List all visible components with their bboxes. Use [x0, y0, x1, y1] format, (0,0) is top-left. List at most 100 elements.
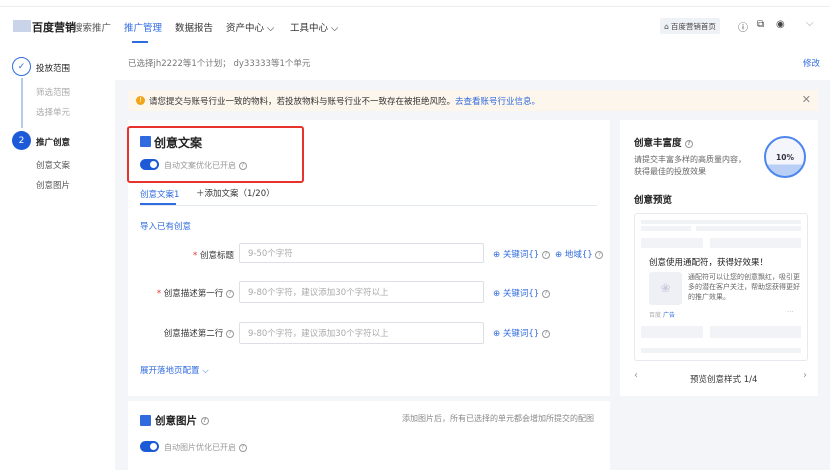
- industry-alert: ! 请您提交与账号行业一致的物料，若投放物料与账号行业不一致存在被拒绝风险。去查…: [128, 90, 818, 111]
- chevron-down-icon[interactable]: ⌵: [806, 18, 814, 29]
- required-mark: *: [193, 251, 200, 261]
- chevron-down-icon: ⌵: [267, 23, 275, 34]
- toggle-label: 自动图片优化已开启: [164, 443, 236, 452]
- action-label: 关键词{}: [502, 289, 540, 299]
- title-text: 创意丰富度: [634, 138, 682, 149]
- section-title: 创意文案: [154, 136, 203, 150]
- action-label: 地域{}: [564, 250, 593, 260]
- sidebar-item-creative-copy[interactable]: 创意文案: [36, 161, 71, 171]
- ad-preview: 创意使用通配符，获得好效果！ ❀ 通配符可以让您的创意飘红，吸引更多的潜在客户关…: [634, 213, 808, 361]
- tab-copy-1[interactable]: 创意文案1: [140, 190, 180, 200]
- insert-region-button[interactable]: ⊕ 地域{} ?: [555, 248, 604, 260]
- expand-label: 展开落地页配置: [140, 366, 200, 376]
- warning-icon: !: [136, 96, 145, 105]
- ad-title: 创意使用通配符，获得好效果！: [649, 258, 769, 268]
- step-connector: [21, 78, 23, 128]
- ad-source: 百度 广告: [649, 310, 675, 319]
- ad-tag: 广告: [662, 312, 675, 319]
- help-icon[interactable]: ?: [238, 161, 247, 170]
- source: 百度: [649, 312, 662, 319]
- label-text: 创意标题: [199, 251, 234, 261]
- creative-title-input[interactable]: 9-50个字符: [239, 243, 484, 263]
- creative-desc-line1-input[interactable]: 9-80个字符，建议添加30个字符以上: [239, 281, 484, 303]
- step-promotion-creative[interactable]: 推广创意: [36, 138, 71, 148]
- sidebar: [0, 44, 115, 470]
- richness-title: 创意丰富度 ?: [634, 135, 693, 149]
- nav-tool-center[interactable]: 工具中心 ⌵: [290, 20, 338, 34]
- help-icon[interactable]: ?: [226, 329, 234, 338]
- help-icon[interactable]: ?: [238, 443, 247, 452]
- creative-desc-line2-input[interactable]: 9-80个字符，建议添加30个字符以上: [239, 322, 484, 344]
- home-button-label: 百度营销首页: [670, 21, 716, 31]
- help-icon[interactable]: ?: [226, 289, 234, 298]
- more-icon: ···: [787, 308, 794, 316]
- nav-promotion-management[interactable]: 推广管理: [124, 23, 163, 34]
- richness-desc: 请提交丰富多样的高质量内容， 获得最佳的投放效果: [634, 154, 746, 178]
- nav-label: 资产中心: [226, 23, 265, 34]
- image-icon: [140, 415, 151, 426]
- home-button[interactable]: ⌂百度营销首页: [660, 18, 720, 34]
- tab-divider: [140, 205, 597, 206]
- tab-indicator: [140, 203, 176, 205]
- help-icon[interactable]: ?: [595, 250, 604, 259]
- plus-icon: ＋: [196, 189, 205, 199]
- sidebar-item-creative-image[interactable]: 创意图片: [36, 181, 71, 191]
- copy-icon[interactable]: ⧉: [757, 19, 765, 30]
- nav-asset-center[interactable]: 资产中心 ⌵: [226, 20, 274, 34]
- preview-pager-label: 预览创意样式 1/4: [690, 375, 758, 385]
- action-label: 关键词{}: [502, 250, 540, 260]
- user-icon[interactable]: ◉: [776, 19, 785, 30]
- desc-line: 请提交丰富多样的高质量内容，: [634, 155, 746, 164]
- nav-active-indicator: [132, 41, 148, 43]
- edit-link[interactable]: 修改: [803, 59, 821, 69]
- action-label: 关键词{}: [502, 329, 540, 339]
- auto-copy-toggle[interactable]: [140, 159, 159, 170]
- label-text: 创意描述第一行: [163, 289, 224, 299]
- close-icon[interactable]: ✕: [801, 93, 811, 106]
- home-icon: ⌂: [664, 21, 669, 31]
- help-icon[interactable]: ?: [200, 417, 209, 425]
- image-section-title: 创意图片 ?: [155, 413, 209, 428]
- copy-icon: [140, 136, 151, 147]
- tab-add-copy[interactable]: ＋添加文案（1/20）: [196, 187, 275, 199]
- auto-image-toggle[interactable]: [140, 441, 159, 452]
- auto-copy-label: 自动文案优化已开启 ?: [164, 160, 247, 171]
- ad-description: 通配符可以让您的创意飘红，吸引更多的潜在客户关注，帮助您获得更好的推广效果。: [688, 273, 800, 301]
- tab-label: 添加文案（1/20）: [204, 189, 275, 199]
- desc-line: 获得最佳的投放效果: [634, 167, 706, 176]
- step-number: 2: [12, 131, 31, 150]
- chevron-down-icon: ⌵: [202, 366, 209, 376]
- help-icon[interactable]: ?: [541, 329, 550, 338]
- logo-icon: [13, 20, 31, 32]
- help-icon[interactable]: ?: [541, 250, 550, 259]
- top-header: 百度营销 搜索推广 推广管理 数据报告 资产中心 ⌵ 工具中心 ⌵ ⌂百度营销首…: [0, 6, 830, 44]
- sidebar-item-filter-scope[interactable]: 筛选范围: [36, 88, 71, 98]
- check-icon: ✓: [12, 57, 31, 76]
- insert-keyword-button[interactable]: ⊕ 关键词{} ?: [493, 327, 550, 339]
- field-label-title: * 创意标题: [140, 249, 234, 261]
- highlight-box: [127, 126, 304, 183]
- field-label-desc-2: 创意描述第二行 ?: [140, 327, 234, 339]
- image-placeholder-icon: ❀: [649, 272, 682, 305]
- industry-info-link[interactable]: 去查看账号行业信息。: [455, 96, 541, 107]
- logo[interactable]: 百度营销: [32, 21, 76, 34]
- preview-prev-button[interactable]: ‹: [634, 370, 638, 381]
- auto-image-label: 自动图片优化已开启 ?: [164, 442, 247, 453]
- help-icon[interactable]: ?: [541, 289, 550, 298]
- required-mark: *: [156, 289, 164, 299]
- alert-text: 请您提交与账号行业一致的物料，若投放物料与账号行业不一致存在被拒绝风险。: [149, 96, 456, 107]
- help-icon[interactable]: ?: [684, 139, 693, 148]
- creative-image-card: [128, 401, 610, 470]
- sidebar-item-select-unit[interactable]: 选择单元: [36, 108, 71, 118]
- expand-landing-page-config[interactable]: 展开落地页配置 ⌵: [140, 364, 209, 376]
- nav-data-report[interactable]: 数据报告: [175, 23, 214, 34]
- toggle-label: 自动文案优化已开启: [164, 161, 236, 170]
- preview-title: 创意预览: [634, 195, 673, 206]
- insert-keyword-button[interactable]: ⊕ 关键词{} ?: [493, 248, 550, 260]
- preview-next-button[interactable]: ›: [803, 370, 807, 381]
- step-delivery-scope[interactable]: 投放范围: [36, 64, 71, 74]
- insert-keyword-button[interactable]: ⊕ 关键词{} ?: [493, 287, 550, 299]
- selection-bar: 已选择jh2222等1个计划； dy33333等1个单元 修改: [115, 44, 830, 80]
- help-icon[interactable]: ⓘ: [738, 23, 748, 34]
- import-creative-link[interactable]: 导入已有创意: [140, 222, 192, 232]
